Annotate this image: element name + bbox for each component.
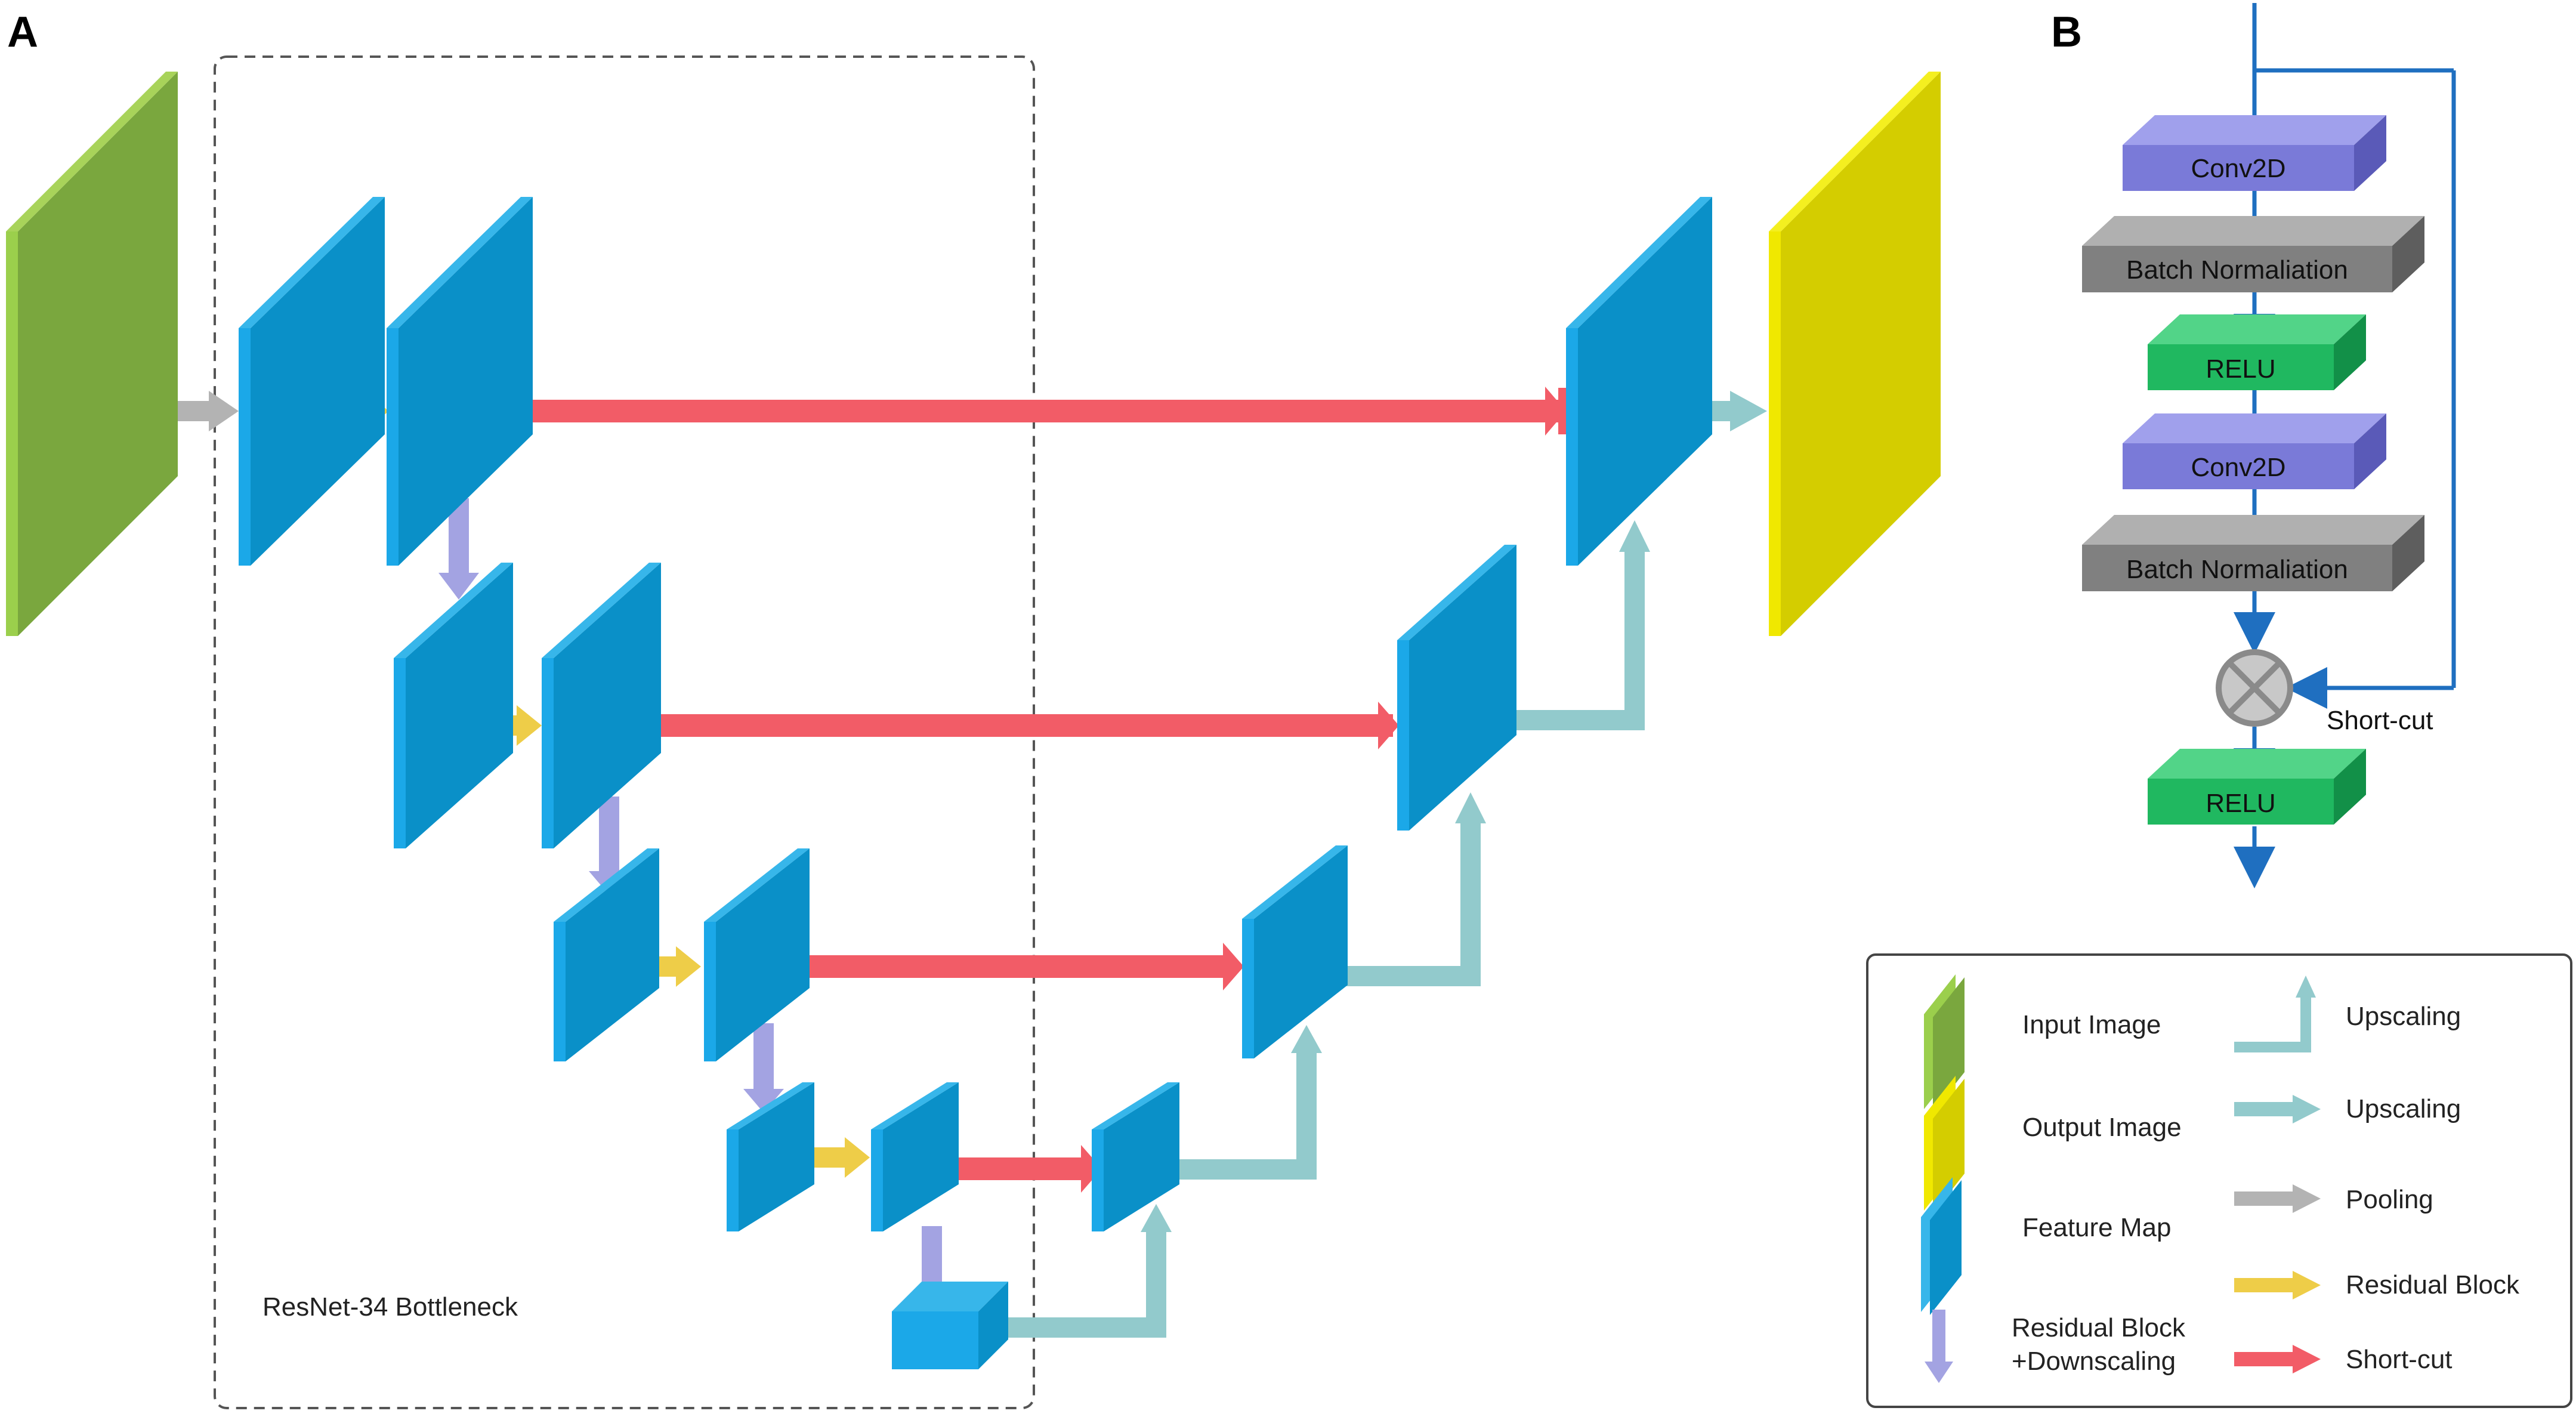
conv2d-label-2: Conv2D <box>2191 453 2286 482</box>
legend-shortcut-icon <box>2234 1345 2321 1373</box>
conv2d-block-1: Conv2D <box>2123 115 2386 191</box>
legend-down-icon <box>1925 1310 1953 1383</box>
panel-b-label: B <box>2051 8 2082 56</box>
shortcut-add-icon <box>2216 649 2293 727</box>
legend-down-label-1: Residual Block <box>2012 1313 2186 1342</box>
skip-arrow-2 <box>626 702 1399 749</box>
upscaling-arrow-4 <box>1465 520 1650 730</box>
legend-upscaling-elbow-label: Upscaling <box>2346 1002 2461 1031</box>
relu-block-1: RELU <box>2148 314 2366 390</box>
batchnorm-block-2: Batch Normaliation <box>2082 515 2424 591</box>
relu-label-1: RELU <box>2206 354 2275 384</box>
legend-pooling-label: Pooling <box>2346 1185 2433 1214</box>
skip-arrow-1 <box>477 387 1566 436</box>
legend-output-icon <box>1924 1076 1965 1214</box>
legend-output-label: Output Image <box>2022 1113 2182 1142</box>
skip-arrow-3 <box>771 943 1244 990</box>
feature-map-dec2 <box>1397 545 1516 831</box>
legend-upscaling-straight-label: Upscaling <box>2346 1094 2461 1123</box>
upscaling-arrow-3 <box>1318 792 1486 986</box>
feature-map-enc4a <box>727 1082 814 1231</box>
shortcut-label: Short-cut <box>2327 706 2433 735</box>
legend-feature-icon <box>1921 1177 1962 1315</box>
bottleneck-label: ResNet-34 Bottleneck <box>262 1292 518 1322</box>
feature-map-dec3 <box>1242 845 1348 1058</box>
relu-block-2: RELU <box>2148 749 2366 825</box>
feature-map-dec1 <box>1566 197 1712 566</box>
conv2d-label-1: Conv2D <box>2191 154 2286 183</box>
legend-input-label: Input Image <box>2022 1010 2161 1039</box>
upscaling-arrow-2 <box>1151 1025 1322 1180</box>
legend-input-icon <box>1924 974 1965 1112</box>
legend-down-label-2: +Downscaling <box>2012 1347 2176 1376</box>
legend-pooling-icon <box>2234 1184 2321 1213</box>
legend: Input Image Output Image Feature Map Res… <box>1866 953 2572 1408</box>
feature-map-enc1b <box>387 197 533 566</box>
legend-upscaling-straight-icon <box>2234 1095 2321 1123</box>
upscaling-arrow-1 <box>993 1204 1172 1338</box>
legend-residual-icon <box>2234 1271 2321 1299</box>
panel-a-label: A <box>7 8 38 56</box>
feature-map-enc1a <box>239 197 385 566</box>
legend-residual-label: Residual Block <box>2346 1270 2520 1299</box>
legend-shortcut-label: Short-cut <box>2346 1345 2453 1374</box>
input-image <box>6 72 178 636</box>
legend-box <box>1866 953 2572 1408</box>
output-image <box>1769 72 1941 636</box>
down-arrow-3 <box>743 1023 784 1113</box>
feature-map-enc2a <box>394 563 513 848</box>
batchnorm-label-2: Batch Normaliation <box>2126 555 2348 584</box>
feature-map-enc3a <box>554 848 659 1061</box>
relu-label-2: RELU <box>2206 789 2275 818</box>
legend-upscaling-elbow-icon <box>2234 976 2316 1052</box>
feature-map-enc3b <box>704 848 810 1061</box>
conv2d-block-2: Conv2D <box>2123 413 2386 489</box>
legend-feature-label: Feature Map <box>2022 1213 2171 1242</box>
feature-map-enc2b <box>542 563 661 848</box>
feature-map-dec4 <box>1092 1082 1179 1231</box>
feature-map-bottleneck <box>892 1282 1008 1369</box>
feature-map-enc4b <box>871 1082 959 1231</box>
batchnorm-block-1: Batch Normaliation <box>2082 216 2424 292</box>
batchnorm-label-1: Batch Normaliation <box>2126 255 2348 285</box>
